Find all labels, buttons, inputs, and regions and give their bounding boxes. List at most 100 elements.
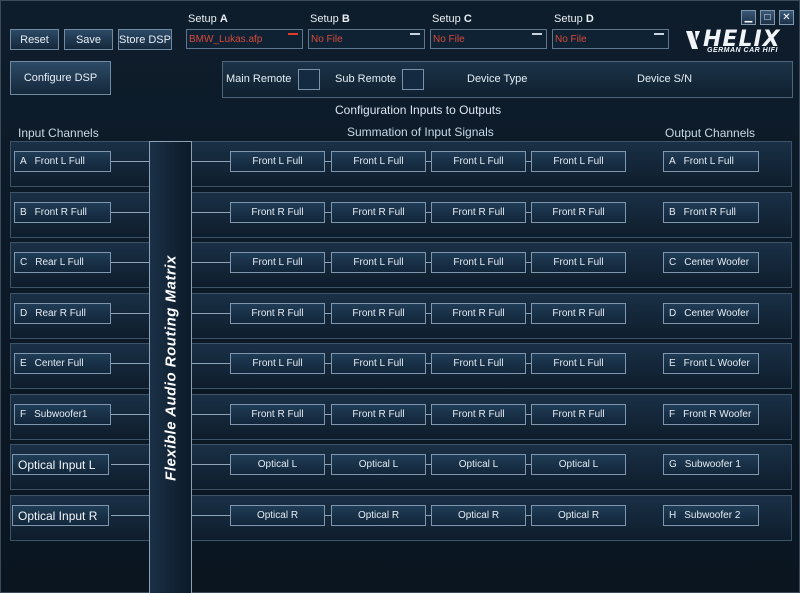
summation-slot[interactable]: Front L Full	[531, 252, 626, 273]
connector-line	[111, 414, 149, 415]
connector-line	[325, 515, 331, 516]
maximize-button[interactable]: □	[760, 10, 775, 25]
input-channel-name: Rear R Full	[35, 308, 86, 319]
output-channel-name: Subwoofer 1	[684, 459, 741, 470]
summation-slot[interactable]: Optical L	[431, 454, 526, 475]
summation-slot[interactable]: Front R Full	[431, 202, 526, 223]
connector-line	[192, 212, 230, 213]
output-channel-letter: G	[669, 459, 677, 470]
summation-slot[interactable]: Front L Full	[431, 353, 526, 374]
output-channel-letter: D	[669, 308, 677, 319]
summation-slot[interactable]: Front L Full	[531, 353, 626, 374]
summation-slot[interactable]: Front R Full	[230, 202, 325, 223]
setup-c-file[interactable]: No File	[430, 29, 547, 49]
input-channel-letter: A	[20, 156, 27, 167]
summation-slot[interactable]: Front R Full	[531, 202, 626, 223]
maximize-icon: □	[764, 12, 771, 23]
connector-line	[111, 212, 149, 213]
setup-a-filename: BMW_Lukas.afp	[189, 34, 263, 45]
output-channel-letter: E	[669, 358, 676, 369]
summation-slot[interactable]: Front R Full	[331, 202, 426, 223]
connector-line	[325, 262, 331, 263]
setup-a-file[interactable]: BMW_Lukas.afp	[186, 29, 303, 49]
summation-slot[interactable]: Optical L	[331, 454, 426, 475]
save-button[interactable]: Save	[64, 29, 113, 50]
summation-slot[interactable]: Front L Full	[331, 151, 426, 172]
connector-line	[426, 161, 431, 162]
summation-slot[interactable]: Front R Full	[431, 303, 526, 324]
connector-line	[526, 464, 531, 465]
summation-slot[interactable]: Front R Full	[331, 404, 426, 425]
output-channel-5[interactable]: E Front L Woofer	[663, 353, 759, 374]
output-channel-letter: C	[669, 257, 677, 268]
summation-slot[interactable]: Front L Full	[431, 151, 526, 172]
setup-b-file[interactable]: No File	[308, 29, 425, 49]
configure-dsp-button[interactable]: Configure DSP	[10, 61, 111, 95]
input-channel-7[interactable]: Optical Input L	[12, 454, 109, 475]
routing-row	[10, 242, 792, 288]
summation-slot[interactable]: Front L Full	[431, 252, 526, 273]
summation-slot[interactable]: Front L Full	[531, 151, 626, 172]
connector-line	[426, 414, 431, 415]
input-channel-letter: D	[20, 308, 28, 319]
summation-slot[interactable]: Front R Full	[531, 404, 626, 425]
setup-d-label: Setup D	[554, 13, 594, 25]
connector-line	[111, 313, 149, 314]
summation-slot[interactable]: Front R Full	[531, 303, 626, 324]
summation-slot[interactable]: Optical R	[531, 505, 626, 526]
summation-slot[interactable]: Front L Full	[331, 353, 426, 374]
summation-slot[interactable]: Front R Full	[431, 404, 526, 425]
summation-slot[interactable]: Front L Full	[230, 353, 325, 374]
brand-tagline: GERMAN CAR HIFI	[707, 47, 778, 54]
minimize-button[interactable]: ▁	[741, 10, 756, 25]
connector-line	[192, 363, 230, 364]
helix-logo: HELIX GERMAN CAR HIFI	[681, 27, 793, 57]
input-channel-name: Optical Input L	[18, 457, 96, 472]
connector-line	[325, 414, 331, 415]
connector-line	[325, 363, 331, 364]
summation-slot[interactable]: Front R Full	[331, 303, 426, 324]
input-channel-4[interactable]: D Rear R Full	[14, 303, 111, 324]
input-channel-8[interactable]: Optical Input R	[12, 505, 109, 526]
sub-remote-toggle[interactable]	[402, 69, 424, 90]
connector-line	[111, 363, 149, 364]
brand-name: HELIX	[703, 27, 781, 52]
summation-slot[interactable]: Front R Full	[230, 404, 325, 425]
device-type-label: Device Type	[467, 73, 528, 85]
close-button[interactable]: ✕	[779, 10, 794, 25]
connector-line	[526, 161, 531, 162]
store-dsp-button[interactable]: Store DSP	[118, 29, 172, 50]
summation-slot[interactable]: Optical L	[230, 454, 325, 475]
main-remote-toggle[interactable]	[298, 69, 320, 90]
connector-line	[111, 262, 149, 263]
connector-line	[426, 464, 431, 465]
summation-slot[interactable]: Optical R	[431, 505, 526, 526]
reset-button[interactable]: Reset	[10, 29, 59, 50]
connector-line	[192, 515, 230, 516]
summation-slot[interactable]: Optical L	[531, 454, 626, 475]
output-channel-name: Front L Woofer	[683, 358, 750, 369]
summation-slot[interactable]: Front L Full	[230, 151, 325, 172]
setup-d-file[interactable]: No File	[552, 29, 669, 49]
summation-slot[interactable]: Optical R	[331, 505, 426, 526]
summation-heading: Summation of Input Signals	[347, 125, 494, 139]
output-channel-7[interactable]: G Subwoofer 1	[663, 454, 759, 475]
summation-slot[interactable]: Front L Full	[331, 252, 426, 273]
input-channel-name: Rear L Full	[35, 257, 84, 268]
summation-slot[interactable]: Optical R	[230, 505, 325, 526]
summation-slot[interactable]: Front L Full	[230, 252, 325, 273]
summation-slot[interactable]: Front R Full	[230, 303, 325, 324]
connector-line	[325, 464, 331, 465]
device-sn-label: Device S/N	[637, 73, 693, 85]
